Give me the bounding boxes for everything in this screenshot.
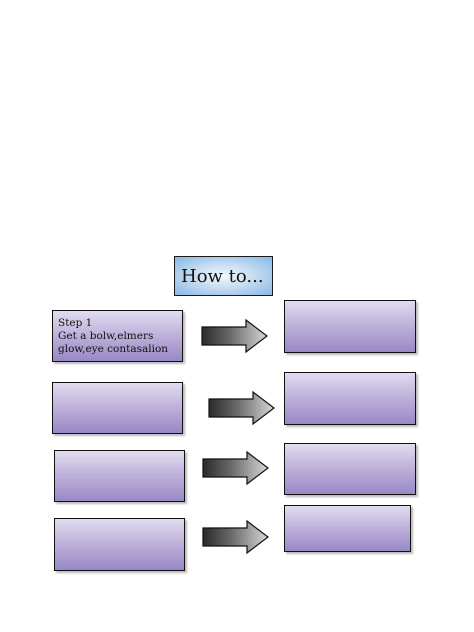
step-3-arrow bbox=[202, 450, 269, 486]
step-3-left-box bbox=[54, 450, 185, 502]
step-1-line-3: glow,eye contasalion bbox=[58, 343, 169, 355]
step-2-right-box bbox=[284, 372, 416, 425]
title-text: How to... bbox=[181, 265, 264, 287]
step-3-right-box bbox=[284, 443, 416, 495]
step-1-left-box: Step 1 Get a bolw,elmers glow,eye contas… bbox=[52, 310, 183, 362]
step-1-line-2: Get a bolw,elmers bbox=[58, 330, 154, 342]
title-box: How to... bbox=[174, 256, 273, 296]
step-4-right-box bbox=[284, 505, 411, 552]
step-1-text: Step 1 Get a bolw,elmers glow,eye contas… bbox=[58, 317, 168, 356]
step-4-arrow bbox=[202, 519, 269, 555]
step-1-right-box bbox=[284, 300, 416, 353]
step-2-left-box bbox=[52, 382, 183, 434]
step-1-arrow bbox=[201, 318, 268, 354]
step-2-arrow bbox=[208, 390, 275, 426]
step-4-left-box bbox=[54, 518, 185, 571]
step-1-line-1: Step 1 bbox=[58, 317, 93, 329]
